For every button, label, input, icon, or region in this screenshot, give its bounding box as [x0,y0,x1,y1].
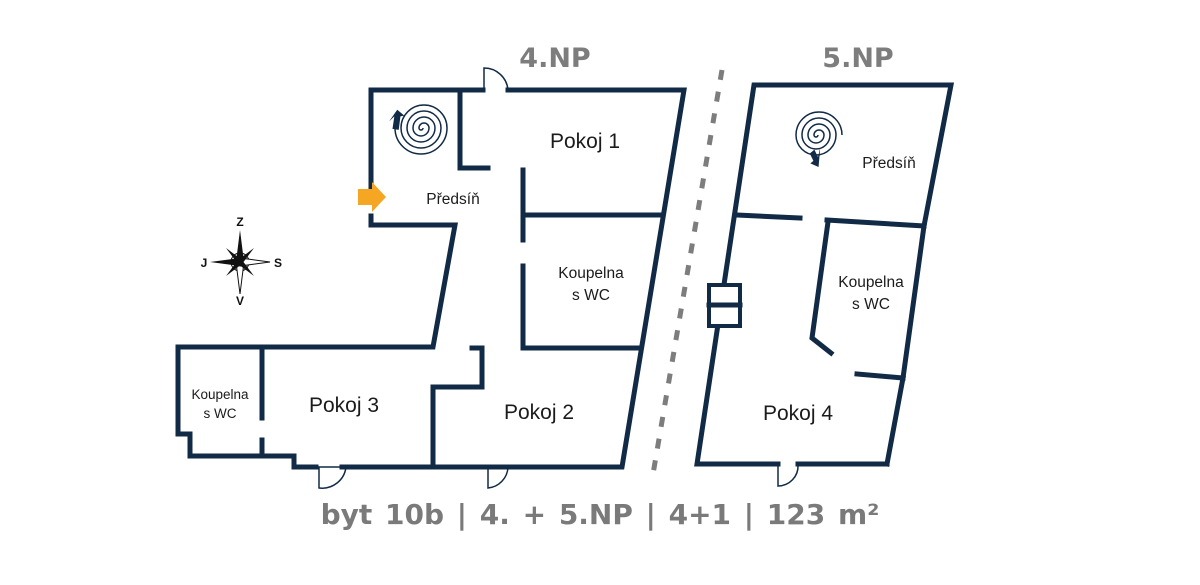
compass-north-label: Z [236,215,243,229]
door-swing-icon [318,67,799,489]
spiral-staircase-icon [795,111,843,167]
compass-west-label: J [201,256,208,270]
room-pokoj-4: Pokoj 4 [763,402,833,425]
entrance-arrow-icon [358,182,386,212]
room-koupelna-left-line1: Koupelna [191,387,249,402]
room-koupelna-upper-line1: Koupelna [558,265,624,282]
compass-east-label: S [274,256,282,270]
floor5-walls [694,82,955,467]
spiral-staircase-icon [389,104,448,155]
room-koupelna-5np-line1: Koupelna [838,274,904,291]
apartment-summary: byt 10b | 4. + 5.NP | 4+1 | 123 m² [320,498,880,531]
room-pokoj-2: Pokoj 2 [504,401,574,424]
floor5-title: 5.NP [822,43,893,74]
floor4-walls [175,87,687,470]
room-koupelna-left-line2: s WC [204,406,237,421]
room-pokoj-3: Pokoj 3 [309,394,379,417]
compass-rose-icon [210,230,271,295]
floor4-title: 4.NP [519,43,590,74]
room-predsin-4np: Předsíň [426,191,479,208]
room-pokoj-1: Pokoj 1 [550,130,620,153]
room-koupelna-5np-line2: s WC [852,296,890,313]
room-koupelna-upper-line2: s WC [572,287,610,304]
compass-south-label: V [236,294,244,308]
floor-divider [649,69,725,481]
room-predsin-5np: Předsíň [862,155,915,172]
